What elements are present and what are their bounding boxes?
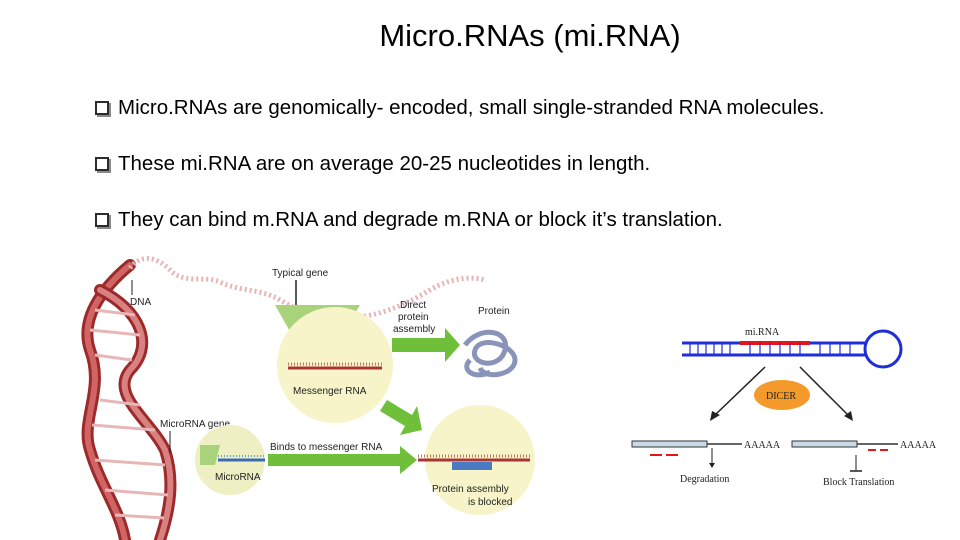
checkbox-bullet-icon — [95, 157, 109, 171]
bullet-text: Micro.RNAs are genomically- encoded, sma… — [118, 96, 825, 119]
arrow-down-right-icon — [380, 400, 422, 435]
protein-line-label: protein — [398, 312, 429, 323]
dicer-pathway-diagram: mi.RNA DICER AAAAA Degradation — [631, 327, 937, 488]
bullet-item: They can bind m.RNA and degrade m.RNA or… — [95, 192, 824, 248]
assembly-label: assembly — [393, 324, 435, 335]
typical-gene-label: Typical gene — [272, 268, 329, 279]
microrna-label: MicroRNA — [215, 472, 261, 483]
arrow-down-right-icon — [799, 366, 849, 416]
messenger-rna-strand-icon — [288, 362, 382, 370]
dna-helix-icon — [81, 256, 486, 540]
dicer-label: DICER — [766, 391, 796, 402]
degradation-label: Degradation — [680, 474, 729, 485]
dicer-enzyme-shape — [754, 380, 810, 410]
binds-label: Binds to messenger RNA — [270, 442, 383, 453]
protein-assembly-label: Protein assembly — [432, 484, 509, 495]
bullet-list: Micro.RNAs are genomically- encoded, sma… — [95, 80, 824, 248]
blocked-rna-strand-icon — [418, 454, 530, 470]
block-translation-label: Block Translation — [823, 477, 894, 488]
microrna-gene-label: MicroRNA gene — [160, 419, 230, 430]
bullet-text: They can bind m.RNA and degrade m.RNA or… — [118, 208, 723, 231]
protein-coil-icon — [463, 329, 518, 378]
is-blocked-label: is blocked — [468, 497, 512, 508]
messenger-rna-circle — [277, 307, 393, 423]
slide-title: Micro.RNAs (mi.RNA) — [379, 18, 681, 53]
bullet-item: These mi.RNA are on average 20-25 nucleo… — [95, 136, 824, 192]
arrow-down-left-icon — [714, 366, 766, 416]
block-translation-mrna-icon — [791, 440, 898, 472]
polya-right-label: AAAAA — [900, 440, 937, 451]
degradation-mrna-icon — [631, 440, 742, 468]
checkbox-bullet-icon — [95, 213, 109, 227]
dna-label: DNA — [130, 297, 151, 308]
direct-label: Direct — [400, 300, 426, 311]
protein-label: Protein — [478, 306, 510, 317]
messenger-rna-label: Messenger RNA — [293, 386, 367, 397]
bullet-text: These mi.RNA are on average 20-25 nucleo… — [118, 152, 651, 175]
microrna-mechanism-illustration: DNA Typical gene Messenger RNA Direct pr… — [81, 256, 535, 540]
arrow-right-binds-icon — [268, 446, 417, 474]
microrna-strand-icon — [218, 455, 265, 462]
arrow-right-icon — [392, 328, 460, 362]
mirna-hairpin-icon — [682, 329, 903, 369]
bullet-item: Micro.RNAs are genomically- encoded, sma… — [95, 80, 824, 136]
checkbox-bullet-icon — [95, 101, 109, 115]
polya-left-label: AAAAA — [744, 440, 781, 451]
mirna-label: mi.RNA — [745, 327, 780, 338]
